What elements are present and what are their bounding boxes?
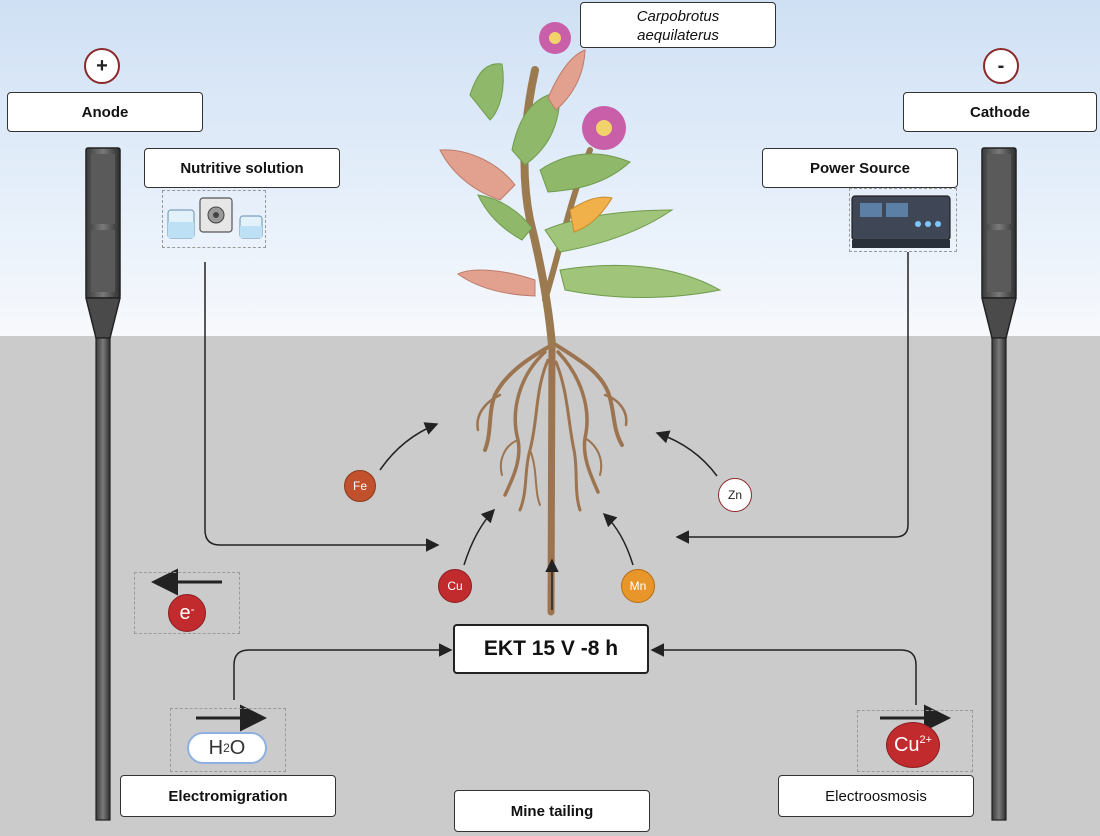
species-name-line2: aequilaterus [637, 27, 719, 44]
copper-ion: Cu [438, 569, 472, 603]
zinc-ion: Zn [718, 478, 752, 512]
ekt-treatment-label: EKT 15 V -8 h [453, 624, 649, 674]
water-frame [170, 708, 286, 772]
nutritive-solution-label: Nutritive solution [144, 148, 340, 188]
copper-2-plus-charge: 2+ [919, 734, 933, 746]
electromigration-label: Electromigration [120, 775, 336, 817]
anode-electrode [85, 147, 121, 821]
flow-arrows [204, 252, 917, 705]
water-o: O [229, 736, 246, 759]
copper-2-plus-symbol: Cu [893, 733, 920, 756]
anode-sign: + [84, 48, 120, 84]
water-subscript: 2 [223, 741, 230, 755]
cathode-sign: - [983, 48, 1019, 84]
electron-frame [134, 572, 240, 634]
mine-tailing-label: Mine tailing [454, 790, 650, 832]
iron-ion: Fe [344, 470, 376, 502]
direction-arrows [151, 568, 951, 732]
electron-icon: e- [168, 594, 206, 632]
species-label: Carpobrotus aequilaterus [580, 2, 776, 48]
nutritive-solution-frame [162, 190, 266, 248]
electron-symbol: e [179, 601, 191, 624]
species-name-line1: Carpobrotus [636, 8, 720, 25]
electron-charge: - [190, 602, 195, 616]
power-source-device-icon [851, 195, 951, 248]
nutritive-solution-equipment-icon [167, 197, 263, 239]
copper-ion-frame [857, 710, 973, 772]
electroosmosis-label: Electroosmosis [778, 775, 974, 817]
power-source-frame [849, 188, 957, 252]
plant-shoot [439, 22, 722, 349]
power-source-label: Power Source [762, 148, 958, 188]
cathode-label: Cathode [903, 92, 1097, 132]
manganese-ion: Mn [621, 569, 655, 603]
water-h: H [208, 736, 224, 759]
anode-label: Anode [7, 92, 203, 132]
cathode-electrode [981, 147, 1017, 821]
